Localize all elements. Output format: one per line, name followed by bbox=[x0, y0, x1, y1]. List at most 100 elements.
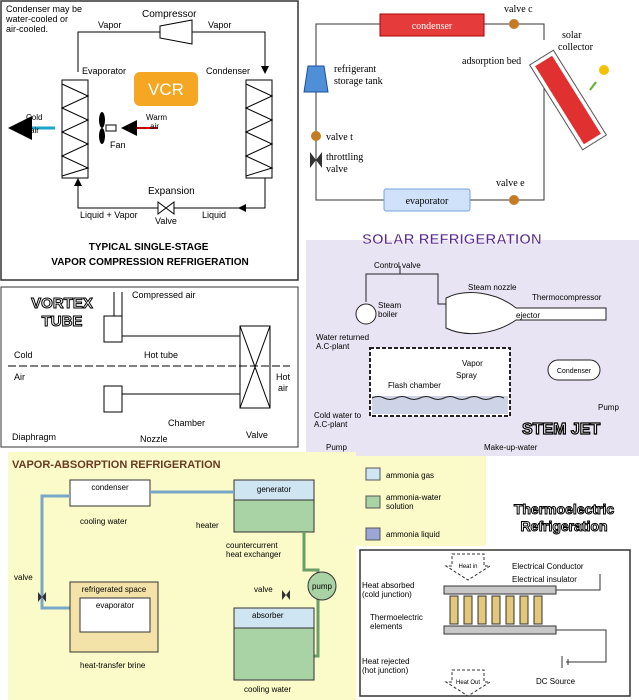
pump-label: pump bbox=[312, 582, 333, 591]
inlet-block bbox=[103, 315, 123, 343]
vapor-right-label: Vapor bbox=[208, 20, 231, 30]
left-valve-symbol bbox=[38, 592, 46, 602]
steam-condenser bbox=[547, 359, 601, 381]
electrical-conductor-label: Electrical Conductor bbox=[512, 562, 584, 571]
heat-out-arrow bbox=[444, 669, 492, 697]
vapor-line-right bbox=[192, 31, 269, 74]
compressor-label: Compressor bbox=[142, 9, 197, 20]
refrigerated-space-label: refrigerated space bbox=[82, 585, 147, 594]
mixed-line bbox=[74, 178, 158, 209]
heat-in-label: Heat in bbox=[458, 564, 477, 570]
heat-absorbed-label: Heat absorbed(cold junction) bbox=[362, 581, 414, 599]
adsorption-bed bbox=[528, 49, 608, 151]
absorber-label: absorber bbox=[252, 611, 284, 620]
legend-swatch-gas bbox=[365, 467, 381, 481]
expansion-valve-symbol bbox=[157, 201, 175, 215]
diaphragm-label: Diaphragm bbox=[12, 432, 56, 442]
pump-left-label: Pump bbox=[326, 443, 347, 452]
cooling-water-bottom-label: cooling water bbox=[244, 685, 291, 694]
absorption-panel: VAPOR-ABSORPTION REFRIGERATION condenser… bbox=[8, 452, 356, 700]
condenser-label: Condenser bbox=[206, 66, 250, 76]
sun-icon bbox=[589, 65, 609, 91]
thermocompressor-label: Thermocompressor bbox=[532, 293, 602, 302]
steam-nozzle-label: Steam nozzle bbox=[468, 283, 517, 292]
liquid-label: Liquid bbox=[202, 210, 226, 220]
liquid-pipe bbox=[40, 494, 70, 610]
cooling-water-top-label: cooling water bbox=[80, 517, 127, 526]
vortex-valve-label: Valve bbox=[246, 430, 268, 440]
throttling-valve-symbol bbox=[310, 152, 322, 168]
steam-jet-panel: SOLAR REFRIGERATION Control valve Steam … bbox=[306, 228, 639, 456]
absorption-condenser-label: condenser bbox=[91, 483, 129, 492]
heat-out-label: Heat Out bbox=[456, 680, 480, 686]
compressed-air-label: Compressed air bbox=[132, 290, 196, 300]
vcr-panel: Condenser may be water-cooled or air-coo… bbox=[0, 0, 300, 282]
ejector-label: ejector bbox=[516, 311, 540, 320]
spray-label: Spray bbox=[456, 371, 477, 380]
pump-right-label: Pump bbox=[598, 403, 619, 412]
expansion-label: Expansion bbox=[148, 186, 195, 197]
control-valve-label: Control valve bbox=[374, 261, 421, 270]
vapor-label: Vapor bbox=[462, 359, 483, 368]
valve-c-symbol bbox=[509, 19, 519, 29]
chamber-label: Chamber bbox=[168, 418, 205, 428]
solar-condenser-label: condenser bbox=[412, 21, 453, 32]
pump bbox=[307, 571, 337, 601]
solar-pipe-left bbox=[315, 23, 380, 68]
thermoelectric-elements bbox=[449, 595, 543, 625]
hot-plate bbox=[443, 625, 557, 635]
compressor-symbol bbox=[159, 19, 193, 45]
solar-evaporator-label: evaporator bbox=[406, 196, 449, 207]
valve-t-symbol bbox=[311, 131, 321, 141]
valve-t-label: valve t bbox=[326, 132, 353, 143]
liquid-line bbox=[238, 178, 266, 212]
evaporator-label: Evaporator bbox=[82, 66, 126, 76]
valve-e-symbol bbox=[509, 195, 519, 205]
legend-label-liquid: ammonia liquid bbox=[386, 530, 440, 539]
vcr-badge-text: VCR bbox=[148, 80, 184, 99]
heat-in-arrow bbox=[444, 553, 492, 581]
makeup-water-label: Make-up-water bbox=[484, 443, 538, 452]
fan-icon bbox=[99, 112, 117, 144]
mid-valve-label: valve bbox=[254, 585, 273, 594]
legend-label-gas: ammonia gas bbox=[386, 471, 434, 480]
refrigerant-tank bbox=[303, 65, 329, 93]
mid-valve-symbol bbox=[282, 590, 290, 600]
steam-boiler bbox=[355, 303, 377, 325]
solar-title: SOLAR REFRIGERATION bbox=[362, 231, 542, 248]
vcr-title: TYPICAL SINGLE-STAGE VAPOR COMPRESSION R… bbox=[51, 242, 248, 268]
solar-evaporator bbox=[383, 188, 471, 212]
absorption-title: VAPOR-ABSORPTION REFRIGERATION bbox=[12, 459, 221, 471]
dc-source-label: DC Source bbox=[536, 677, 576, 686]
vapor-left-label: Vapor bbox=[98, 20, 121, 30]
generator-label: generator bbox=[257, 485, 292, 494]
vcr-badge bbox=[134, 72, 198, 106]
liquid-vapor-label: Liquid + Vapor bbox=[80, 210, 138, 220]
flash-chamber-label: Flash chamber bbox=[388, 381, 441, 390]
stem-jet-title: STEM JET bbox=[522, 421, 600, 438]
brine-label: heat-transfer brine bbox=[80, 661, 146, 670]
valve-label: Valve bbox=[155, 216, 177, 226]
cold-plate bbox=[443, 585, 557, 595]
steam-line bbox=[365, 273, 446, 305]
heat-rejected-label: Heat rejected(hot junction) bbox=[362, 657, 410, 675]
vcr-note: Condenser may be water-cooled or air-coo… bbox=[5, 4, 85, 34]
nozzle-label: Nozzle bbox=[140, 434, 168, 444]
valve-c-label: valve c bbox=[504, 4, 533, 15]
